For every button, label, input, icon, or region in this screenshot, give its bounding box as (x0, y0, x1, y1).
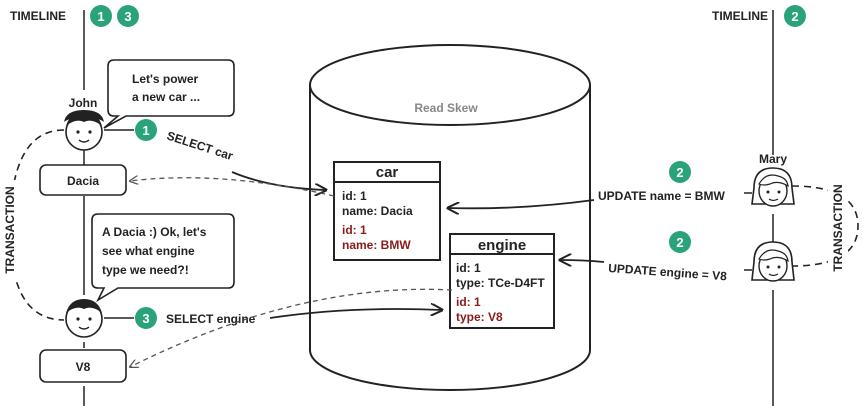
result-engine-text: V8 (76, 360, 91, 374)
mary-avatar-bottom (751, 241, 795, 282)
transaction-label-left: TRANSACTION (3, 186, 17, 273)
car-new-name: name: BMW (342, 238, 411, 252)
update-engine-label: UPDATE engine = V8 (608, 261, 728, 283)
svg-text:3: 3 (142, 311, 149, 326)
bubble-2-line-3: type we need?! (102, 263, 189, 277)
engine-new-id: id: 1 (456, 295, 481, 309)
svg-text:1: 1 (142, 123, 149, 138)
speech-bubble-2: A Dacia :) Ok, let's see what engine typ… (91, 213, 235, 303)
result-engine: V8 (39, 349, 127, 383)
engine-new-type: type: V8 (456, 310, 503, 324)
update-name-arrow: 2 UPDATE name = BMW (448, 161, 752, 208)
update-name-badge (669, 161, 691, 183)
john-avatar-top: John (64, 96, 104, 151)
result-car-text: Dacia (67, 174, 99, 188)
select-engine-badge (135, 307, 157, 329)
timeline-right-badge-2 (784, 5, 806, 27)
select-car-label: SELECT car (165, 129, 235, 164)
bubble-1-line-2: a new car ... (132, 90, 200, 104)
update-name-label: UPDATE name = BMW (598, 189, 725, 203)
john-avatar-bottom (65, 299, 103, 338)
car-table-title: car (376, 164, 399, 181)
car-result-return-arrow (130, 178, 335, 197)
svg-text:3: 3 (124, 9, 131, 24)
update-engine-badge (669, 231, 691, 253)
car-new-id: id: 1 (342, 223, 367, 237)
bubble-2-line-1: A Dacia :) Ok, let's (102, 225, 207, 239)
mary-name: Mary (759, 152, 787, 166)
engine-result-return-arrow (130, 288, 453, 367)
engine-table-title: engine (478, 237, 526, 254)
bubble-2-line-2: see what engine (102, 244, 195, 258)
result-car: Dacia (39, 164, 127, 196)
select-engine-label: SELECT engine (166, 312, 256, 326)
car-old-name: name: Dacia (342, 204, 413, 218)
timeline-left-badge-1 (90, 5, 112, 27)
timeline-right-label: TIMELINE (712, 9, 768, 23)
timeline-left: TIMELINE 1 3 (10, 5, 139, 406)
database-label: Read Skew (414, 101, 478, 115)
select-engine-arrow: 3 SELECT engine (104, 307, 442, 329)
timeline-left-label: TIMELINE (10, 9, 66, 23)
speech-bubble-1: Let's power a new car ... (103, 59, 235, 129)
transaction-bracket-right: TRANSACTION (791, 178, 859, 278)
engine-old-id: id: 1 (456, 261, 481, 275)
timeline-right: TIMELINE 2 (712, 5, 806, 406)
car-old-id: id: 1 (342, 189, 367, 203)
transaction-bracket-left: TRANSACTION (2, 129, 65, 321)
engine-table: engine id: 1 type: TCe-D4FT id: 1 type: … (449, 233, 555, 329)
john-name: John (69, 96, 98, 110)
transaction-label-right: TRANSACTION (831, 184, 845, 271)
select-car-arrow: 1 SELECT car (104, 119, 326, 190)
mary-avatar-top: Mary (751, 152, 795, 207)
timeline-left-badge-3 (117, 5, 139, 27)
select-car-badge (135, 119, 157, 141)
svg-text:2: 2 (676, 235, 683, 250)
svg-text:2: 2 (676, 165, 683, 180)
car-table: car id: 1 name: Dacia id: 1 name: BMW (333, 161, 441, 261)
engine-old-type: type: TCe-D4FT (456, 276, 545, 290)
svg-text:2: 2 (791, 9, 798, 24)
svg-text:1: 1 (97, 9, 104, 24)
bubble-1-line-1: Let's power (132, 72, 199, 86)
